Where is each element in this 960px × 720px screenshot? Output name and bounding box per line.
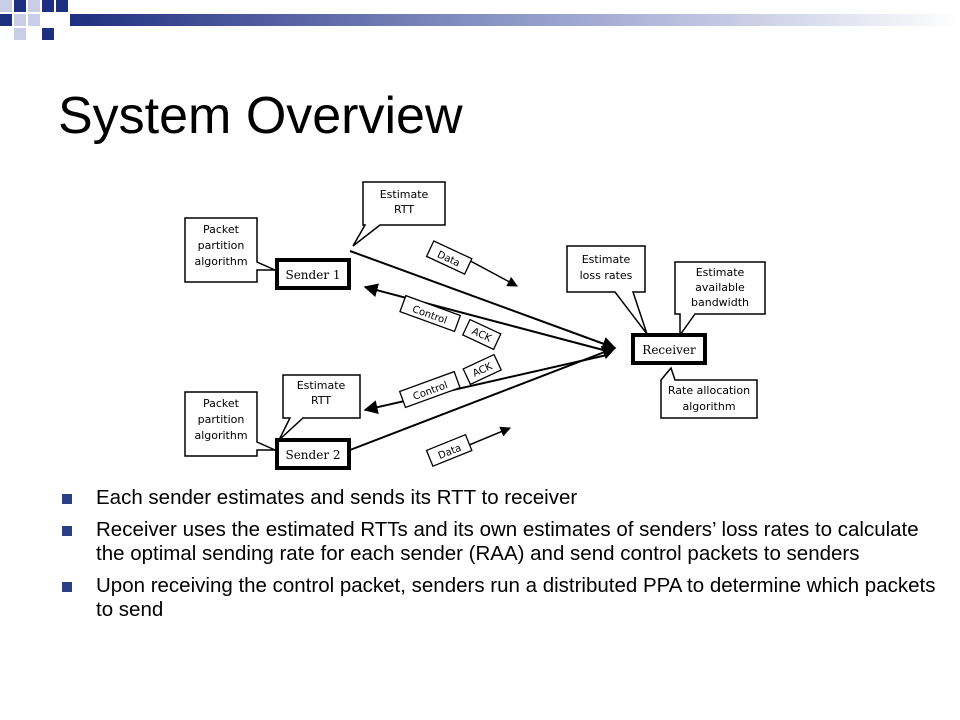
estimate-rtt-bottom-line1: Estimate: [297, 379, 346, 392]
ack-top-tag: ACK: [461, 318, 502, 351]
receiver-node: Receiver: [631, 333, 707, 365]
estimate-rtt-bottom-line2: RTT: [311, 394, 331, 407]
ack-bottom-tag: ACK: [462, 353, 503, 386]
data-bottom-tag: Data: [425, 433, 473, 468]
estimate-rtt-top-callout: Estimate RTT: [352, 181, 446, 247]
packet-partition-bottom-line1: Packet: [203, 397, 240, 410]
estimate-loss-rates-callout: Estimate loss rates: [566, 245, 648, 335]
receiver-label: Receiver: [642, 343, 696, 357]
slide-title: System Overview: [58, 87, 463, 145]
packet-partition-bottom-callout: Packet partition algorithm: [184, 391, 276, 457]
packet-partition-top-line1: Packet: [203, 223, 240, 236]
bullet-item: Upon receiving the control packet, sende…: [60, 574, 940, 622]
bullet-item: Each sender estimates and sends its RTT …: [60, 486, 940, 510]
control-bottom-tag: Control: [398, 370, 461, 409]
estimate-rtt-top-line2: RTT: [394, 203, 414, 216]
rate-allocation-callout: Rate allocation algorithm: [660, 366, 758, 419]
sender1-label: Sender 1: [285, 268, 340, 282]
data-top-tag: Data: [425, 240, 473, 275]
estimate-bandwidth-line3: bandwidth: [691, 296, 749, 309]
control-top-tag: Control: [399, 294, 462, 333]
bullet-square-icon: [62, 494, 72, 504]
estimate-rtt-bottom-callout: Estimate RTT: [278, 374, 361, 441]
slide-corner-decoration: [0, 0, 960, 40]
estimate-bandwidth-line1: Estimate: [696, 266, 745, 279]
packet-partition-bottom-line3: algorithm: [194, 429, 247, 442]
bullet-square-icon: [62, 582, 72, 592]
bullet-text: Each sender estimates and sends its RTT …: [96, 486, 578, 509]
packet-partition-bottom-line2: partition: [198, 413, 245, 426]
estimate-loss-line1: Estimate: [582, 253, 631, 266]
system-overview-diagram: Estimate RTT Packet partition algorithm …: [184, 181, 766, 470]
sender1-node: Sender 1: [275, 258, 351, 290]
rate-allocation-line1: Rate allocation: [668, 384, 750, 397]
bullet-text: Receiver uses the estimated RTTs and its…: [96, 518, 919, 565]
sender2-node: Sender 2: [275, 438, 351, 470]
packet-partition-top-callout: Packet partition algorithm: [184, 217, 276, 283]
estimate-rtt-top-line1: Estimate: [380, 188, 429, 201]
sender2-to-receiver-line: [349, 345, 617, 451]
rate-allocation-line2: algorithm: [682, 400, 735, 413]
estimate-bandwidth-callout: Estimate available bandwidth: [674, 261, 766, 338]
estimate-loss-line2: loss rates: [580, 269, 633, 282]
bullet-list: Each sender estimates and sends its RTT …: [60, 486, 940, 630]
bullet-square-icon: [62, 526, 72, 536]
packet-partition-top-line2: partition: [198, 239, 245, 252]
packet-partition-top-line3: algorithm: [194, 255, 247, 268]
bullet-item: Receiver uses the estimated RTTs and its…: [60, 518, 940, 566]
sender2-label: Sender 2: [285, 448, 340, 462]
estimate-bandwidth-line2: available: [695, 281, 745, 294]
bullet-text: Upon receiving the control packet, sende…: [96, 574, 936, 621]
sender1-to-receiver-line: [349, 250, 617, 351]
